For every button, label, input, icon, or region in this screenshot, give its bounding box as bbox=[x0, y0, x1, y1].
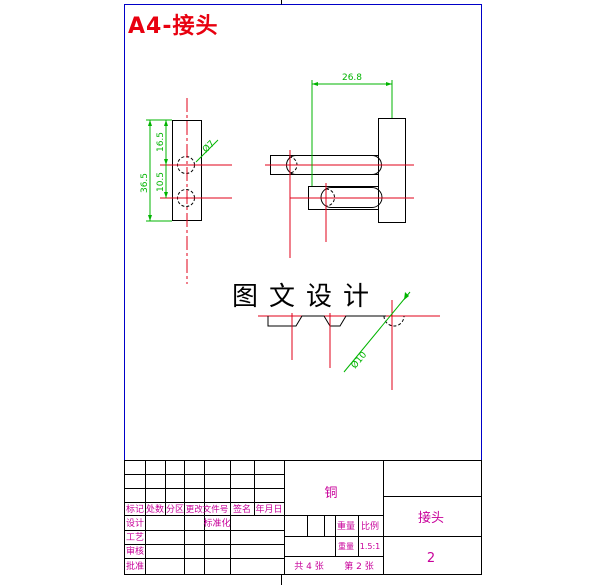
label-review: 审核 bbox=[126, 545, 144, 557]
dim-arrow bbox=[312, 82, 318, 86]
dim-label-total: 36.5 bbox=[140, 173, 150, 193]
label-approve: 批准 bbox=[126, 560, 144, 572]
detail-profile bbox=[267, 315, 386, 327]
upper-slot bbox=[286, 155, 382, 175]
title-block: 标记 处数 分区 更改文件号 签名 年月日 设计 标准化 工艺 审核 批准 重量… bbox=[124, 460, 482, 575]
label-mark: 标记 bbox=[126, 503, 144, 515]
sheets-total: 共 4 张 bbox=[294, 561, 323, 572]
part-name: 接头 bbox=[418, 510, 444, 526]
detail-arc bbox=[383, 315, 405, 327]
dim-label-arc: Ø10 bbox=[349, 349, 370, 370]
drawing-number: 2 bbox=[427, 551, 435, 566]
label-date: 年月日 bbox=[255, 503, 282, 515]
scale-value: 1.5:1 bbox=[360, 542, 381, 551]
label-design: 设计 bbox=[126, 517, 144, 529]
title-block-frame bbox=[124, 460, 482, 575]
sheet-number: 第 2 张 bbox=[344, 560, 373, 572]
dim-arrow bbox=[164, 192, 168, 198]
dim-leader-hole bbox=[195, 139, 219, 163]
sheet-title: A4-接头 bbox=[128, 14, 219, 39]
label-zone: 分区 bbox=[166, 504, 184, 515]
dim-label-lower: 10.5 bbox=[156, 172, 166, 192]
dim-arrow bbox=[148, 215, 152, 221]
dim-arrow bbox=[404, 292, 409, 300]
label-process: 工艺 bbox=[126, 532, 144, 543]
label-count: 处数 bbox=[146, 503, 164, 515]
dim-arrow bbox=[386, 82, 392, 86]
label-scale: 比例 bbox=[361, 520, 379, 532]
hidden-hole-lower bbox=[325, 188, 335, 207]
dim-label-width: 26.8 bbox=[342, 73, 362, 83]
main-block bbox=[378, 118, 406, 223]
lower-slot bbox=[320, 187, 383, 208]
dim-label-upper: 16.5 bbox=[156, 132, 166, 152]
dim-arrow bbox=[164, 159, 168, 165]
label-signature: 签名 bbox=[233, 503, 251, 515]
dim-arrow bbox=[164, 120, 168, 126]
material-name: 铜 bbox=[324, 486, 337, 501]
weight-value: 重量 bbox=[338, 541, 354, 551]
main-view: 26.8 bbox=[265, 73, 414, 258]
label-standardize: 标准化 bbox=[203, 517, 230, 529]
dim-arrow bbox=[148, 120, 152, 126]
dim-label-hole: Ø7 bbox=[200, 138, 217, 155]
label-weight: 重量 bbox=[337, 520, 355, 532]
dim-leader-arc bbox=[343, 291, 411, 373]
label-change-doc: 更改文件号 bbox=[186, 504, 229, 515]
left-view: 36.5 16.5 10.5 Ø7 bbox=[140, 98, 232, 284]
watermark-text: 图文设计 bbox=[230, 276, 383, 313]
